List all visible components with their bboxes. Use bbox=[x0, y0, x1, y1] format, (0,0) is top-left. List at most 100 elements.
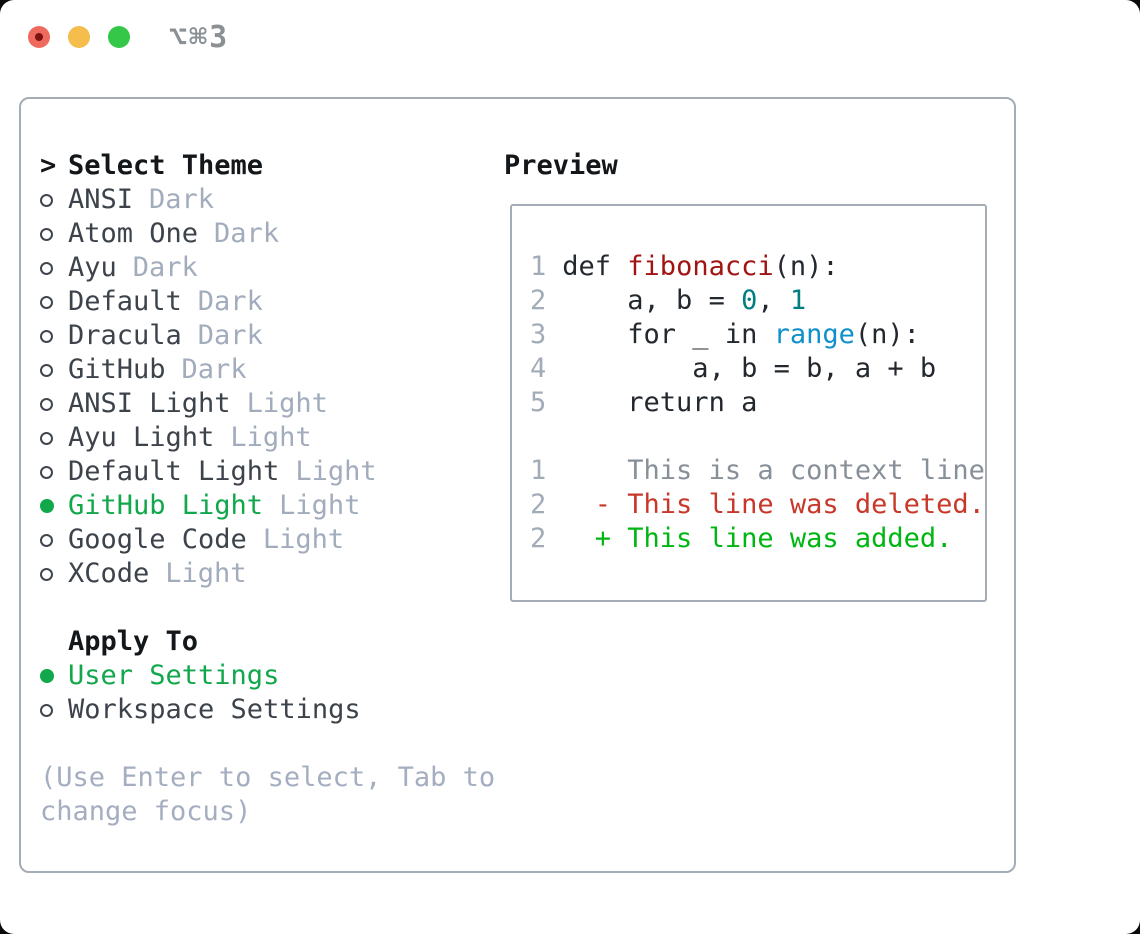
apply-to-header: Apply To bbox=[40, 625, 495, 659]
titlebar: ⌥⌘3 bbox=[28, 20, 229, 55]
theme-option[interactable]: XCode Light bbox=[40, 557, 495, 591]
option-label: User Settings bbox=[68, 660, 280, 691]
radio-dot-icon bbox=[40, 397, 53, 411]
option-tag: Light bbox=[246, 388, 328, 419]
option-tag: Dark bbox=[149, 184, 215, 215]
radio-dot-icon bbox=[40, 295, 53, 309]
line-number: 2 bbox=[530, 523, 547, 554]
code-line: 2 a, b = 0, 1 bbox=[530, 284, 985, 318]
theme-option[interactable]: Google Code Light bbox=[40, 523, 495, 557]
radio-dot-icon bbox=[40, 465, 53, 479]
diff-text: - This line was deleted. bbox=[562, 489, 985, 520]
blank-line bbox=[530, 420, 985, 454]
radio-icon bbox=[40, 703, 68, 717]
radio-dot-icon bbox=[40, 533, 53, 547]
radio-dot-icon bbox=[40, 669, 54, 683]
line-number: 1 bbox=[530, 455, 547, 486]
zoom-button[interactable] bbox=[108, 26, 130, 48]
code-token: return a bbox=[562, 387, 758, 418]
code-token: a, b = b, a + b bbox=[562, 353, 937, 384]
option-label: Default Light bbox=[68, 456, 280, 487]
theme-option[interactable]: Atom One Dark bbox=[40, 217, 495, 251]
apply-to-option[interactable]: User Settings bbox=[40, 659, 495, 693]
radio-icon bbox=[40, 261, 68, 275]
radio-icon bbox=[40, 329, 68, 343]
code-token: (n): bbox=[773, 251, 839, 282]
line-number: 1 bbox=[530, 251, 547, 282]
option-label: ANSI Light bbox=[68, 388, 231, 419]
radio-dot-icon bbox=[40, 261, 53, 275]
option-tag: Light bbox=[262, 524, 345, 555]
code-line: 1 def fibonacci(n): bbox=[530, 250, 985, 284]
select-theme-header: > Select Theme bbox=[40, 149, 495, 183]
code-token: , bbox=[757, 285, 790, 316]
spacer bbox=[40, 591, 495, 625]
minimize-button[interactable] bbox=[68, 26, 90, 48]
option-label: Workspace Settings bbox=[68, 694, 361, 725]
radio-dot-icon bbox=[40, 193, 53, 207]
diff-text: + This line was added. bbox=[562, 523, 953, 554]
option-label: GitHub Light bbox=[68, 490, 264, 521]
option-label: Ayu Light bbox=[68, 422, 215, 453]
diff-line: 2 - This line was deleted. bbox=[530, 488, 985, 522]
theme-option[interactable]: ANSI Light Light bbox=[40, 387, 495, 421]
option-label: Atom One bbox=[68, 218, 199, 249]
radio-icon bbox=[40, 295, 68, 309]
radio-dot-icon bbox=[40, 227, 53, 241]
selection-prompt-icon: > bbox=[40, 150, 57, 181]
hint-line-1: (Use Enter to select, Tab to bbox=[40, 762, 496, 793]
option-tag: Light bbox=[165, 558, 247, 589]
radio-dot-icon bbox=[40, 363, 53, 377]
radio-icon bbox=[40, 363, 68, 377]
radio-icon bbox=[40, 431, 68, 445]
diff-text: This is a context line. bbox=[562, 455, 987, 486]
code-token: 1 bbox=[789, 285, 807, 316]
hint-line-2: change focus) bbox=[40, 796, 252, 827]
option-label: XCode bbox=[68, 558, 150, 589]
option-tag: Dark bbox=[197, 286, 263, 317]
option-tag: Light bbox=[295, 456, 377, 487]
line-number: 2 bbox=[530, 285, 547, 316]
code-token: (n): bbox=[854, 319, 920, 350]
theme-option[interactable]: ANSI Dark bbox=[40, 183, 495, 217]
line-number: 2 bbox=[530, 489, 547, 520]
option-tag: Dark bbox=[214, 218, 280, 249]
radio-dot-icon bbox=[40, 499, 54, 513]
code-token: def bbox=[562, 251, 628, 282]
radio-icon bbox=[40, 533, 68, 547]
option-tag: Light bbox=[230, 422, 312, 453]
apply-to-option[interactable]: Workspace Settings bbox=[40, 693, 495, 727]
radio-dot-icon bbox=[40, 703, 53, 717]
code-token: range bbox=[773, 319, 855, 350]
select-theme-title: Select Theme bbox=[68, 150, 264, 181]
option-label: ANSI bbox=[68, 184, 134, 215]
close-button[interactable] bbox=[28, 26, 50, 48]
spacer bbox=[40, 727, 495, 761]
theme-option[interactable]: Default Light Light bbox=[40, 455, 495, 489]
apply-to-title: Apply To bbox=[68, 626, 199, 657]
preview-title: Preview bbox=[504, 150, 618, 181]
code-token: fibonacci bbox=[627, 251, 774, 282]
radio-selected-icon bbox=[40, 499, 68, 513]
radio-icon bbox=[40, 193, 68, 207]
code-token: for _ in bbox=[562, 319, 774, 350]
option-label: Google Code bbox=[68, 524, 247, 555]
option-tag: Dark bbox=[181, 354, 247, 385]
diff-preview: 1 This is a context line.2 - This line w… bbox=[530, 454, 985, 556]
option-tag: Dark bbox=[197, 320, 263, 351]
radio-icon bbox=[40, 397, 68, 411]
theme-option[interactable]: Ayu Light Light bbox=[40, 421, 495, 455]
window-title: ⌥⌘3 bbox=[169, 19, 230, 55]
